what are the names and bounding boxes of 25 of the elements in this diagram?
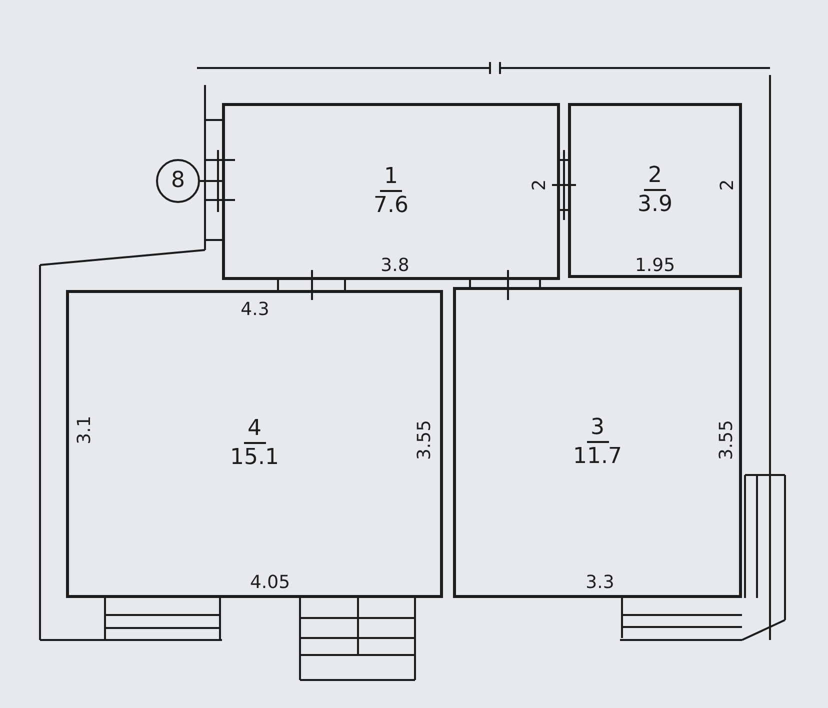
dimension-label: 2: [530, 179, 550, 191]
callout-number: 8: [171, 167, 185, 195]
room-outline: [222, 103, 560, 280]
dimension-label: 2: [718, 179, 738, 191]
dimension-label: 4.05: [250, 573, 290, 593]
room-area: 7.6: [374, 192, 408, 220]
dimension-label: 3.55: [415, 420, 435, 460]
room-outline: [568, 103, 742, 278]
dimension-label: 3.8: [380, 256, 410, 276]
callout-circle: [156, 159, 200, 203]
dimension-label: 3.55: [717, 420, 737, 460]
room-number: 1: [380, 164, 402, 192]
dimension-label: 1.95: [634, 256, 676, 276]
room-area: 15.1: [230, 444, 279, 472]
dimension-label: 3.1: [75, 416, 95, 444]
dimension-label: 4.3: [240, 300, 270, 320]
dimension-label: 3.3: [586, 573, 614, 593]
room-number: 2: [644, 162, 666, 190]
room-area: 3.9: [638, 190, 672, 218]
room-number: 4: [244, 416, 266, 444]
room-area: 11.7: [573, 442, 622, 470]
room-number: 3: [586, 414, 608, 442]
room-outline: [453, 287, 742, 598]
room-outline: [66, 290, 443, 598]
leader-line: [200, 180, 222, 182]
